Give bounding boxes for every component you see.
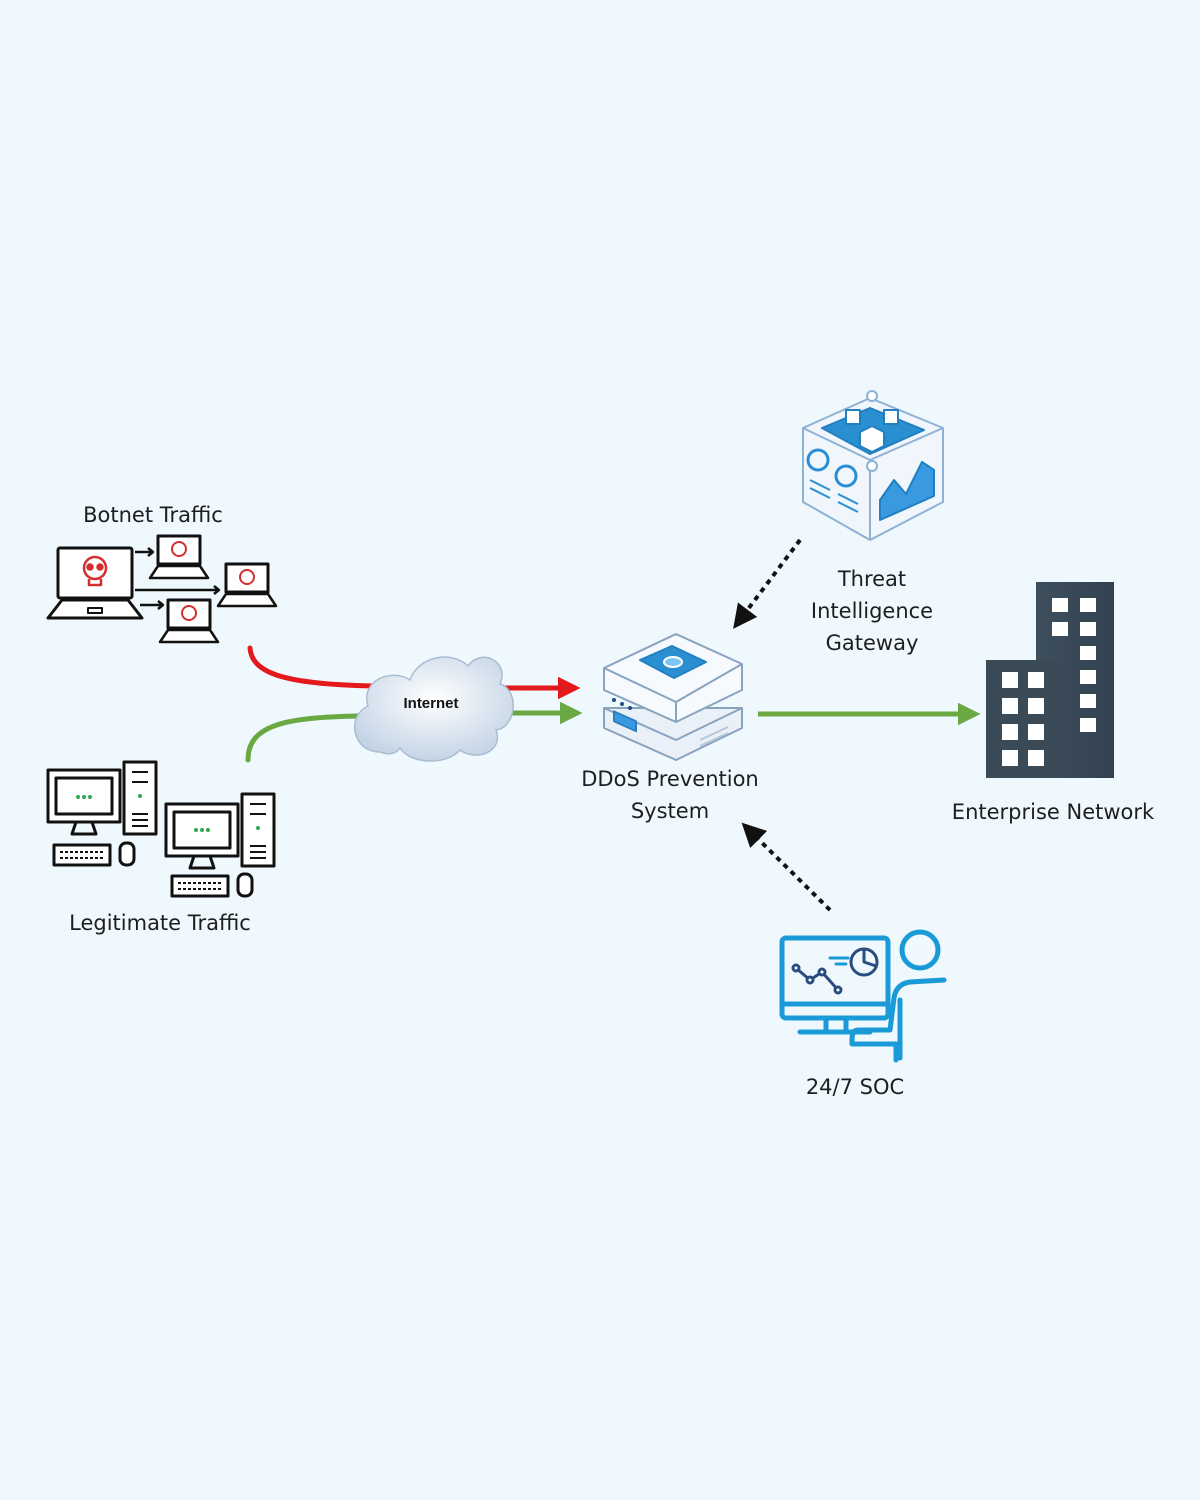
internet-label: Internet (403, 695, 459, 712)
server-appliance-icon (603, 633, 743, 761)
soc-label: 24/7 SOC (805, 1075, 905, 1099)
soc-monitor-arrow (741, 822, 832, 912)
cloud-icon (353, 656, 514, 762)
threat-intelligence-cube-icon (802, 390, 944, 541)
botnet-laptops-icon (46, 534, 278, 644)
botnet-traffic-label: Botnet Traffic (83, 503, 223, 527)
botnet-traffic-path (247, 645, 375, 689)
ddos-prevention-label: DDoS Prevention System (581, 767, 759, 823)
enterprise-network-label: Enterprise Network (951, 800, 1155, 824)
desktop-computers-icon (46, 760, 276, 898)
threat-feed-arrow (733, 538, 802, 629)
legitimate-traffic-label: Legitimate Traffic (69, 911, 251, 935)
soc-analyst-monitor-icon (779, 929, 947, 1063)
threat-intelligence-label: Threat Intelligence Gateway (810, 567, 934, 655)
office-buildings-icon (986, 582, 1114, 778)
legitimate-traffic-path (245, 713, 365, 763)
